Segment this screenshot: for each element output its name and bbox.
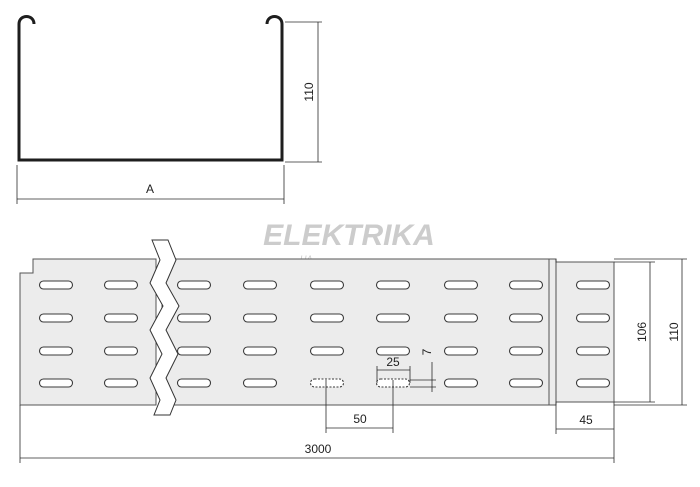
slot-length-label: 25 [386, 355, 400, 369]
perforation-slot [375, 313, 411, 323]
perforation-slot [575, 280, 611, 290]
perforation-slot [375, 280, 411, 290]
perforation-slot [443, 346, 479, 356]
height-label: 110 [302, 82, 316, 101]
perforation-slot [508, 346, 544, 356]
perforation-slot [176, 313, 212, 323]
inner-height-label: 106 [635, 322, 649, 342]
perforation-slot [508, 313, 544, 323]
perforation-slot [103, 280, 139, 290]
tray-profile-outline [17, 15, 284, 162]
perforation-slot [443, 280, 479, 290]
perforation-slot [242, 346, 278, 356]
tray-main-segment [161, 258, 550, 406]
plan-view: 50 25 7 45 3000 106 110 [19, 239, 687, 463]
perforation-slot [38, 346, 74, 356]
perforation-slot [38, 280, 74, 290]
perforation-slot [443, 378, 479, 388]
perforation-slot [309, 313, 345, 323]
perforation-slot [242, 313, 278, 323]
perforation-slot [242, 378, 278, 388]
total-length-label: 3000 [305, 442, 332, 456]
perforation-slot [309, 378, 345, 388]
watermark-brand: ELEKTRIKA [263, 219, 435, 252]
perforation-slot [575, 346, 611, 356]
perforation-slot [375, 346, 411, 356]
perforation-slot [103, 378, 139, 388]
perforation-slot [38, 313, 74, 323]
watermark-logo: ELEKTRIKA .UA [263, 219, 435, 264]
pitch-label: 50 [353, 412, 367, 426]
perforation-slot [176, 280, 212, 290]
width-label: A [146, 182, 154, 196]
perforation-slot [508, 378, 544, 388]
perforation-slot [575, 313, 611, 323]
perforation-slot [443, 313, 479, 323]
perforation-slot [242, 280, 278, 290]
perforation-slot [176, 346, 212, 356]
perforation-slot [309, 346, 345, 356]
joint-length-label: 45 [579, 413, 593, 427]
perforation-slot [508, 280, 544, 290]
slot-width-label: 7 [420, 348, 434, 355]
perforation-slot [309, 280, 345, 290]
perforation-slot [103, 346, 139, 356]
break-mark [149, 239, 180, 416]
cross-section-view: 110 A [16, 15, 322, 204]
perforation-slot [575, 378, 611, 388]
tray-left-segment [19, 258, 157, 406]
perforation-slot [176, 378, 212, 388]
perforation-slot [38, 378, 74, 388]
perforation-slot [103, 313, 139, 323]
outer-height-label: 110 [667, 322, 681, 341]
